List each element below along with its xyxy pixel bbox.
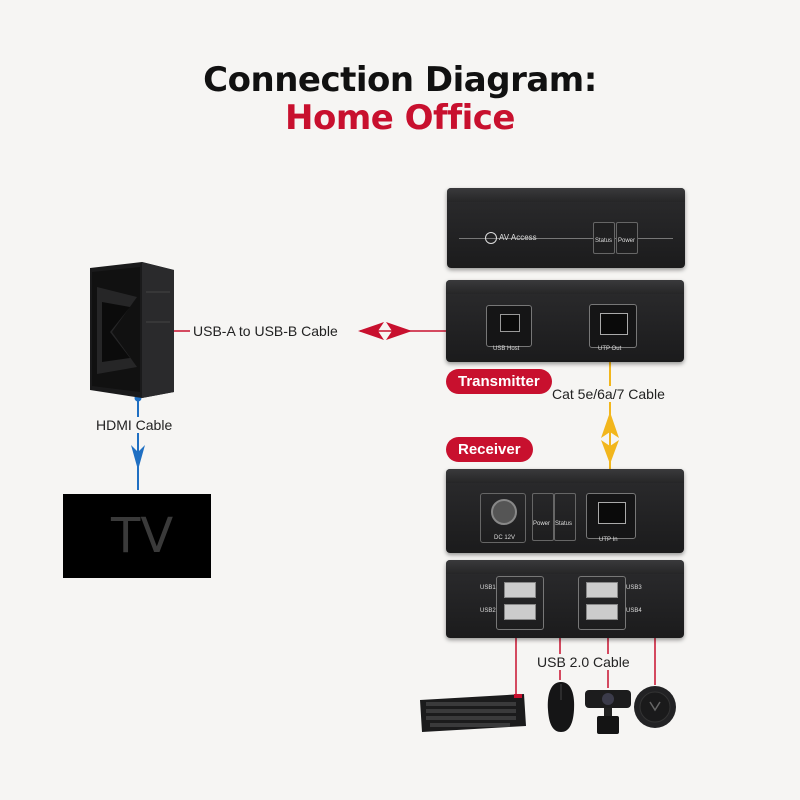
- usb1-label: USB1: [480, 585, 496, 591]
- usb2-port: [504, 604, 536, 620]
- usb4-port: [586, 604, 618, 620]
- transmitter-front-panel: AV Access Status Power: [447, 188, 685, 268]
- rx-power-label: Power: [533, 521, 551, 527]
- usb4-label: USB4: [626, 608, 642, 614]
- hdmi-cable-label: HDMI Cable: [96, 417, 173, 433]
- transmitter-back-panel: USB Host UTP Out: [446, 280, 684, 362]
- usb1-port: [504, 582, 536, 598]
- rx-status-label: Status: [555, 521, 573, 527]
- utp-out-port: [589, 304, 637, 348]
- receiver-back-panel: USB1 USB2 USB3 USB4: [446, 560, 684, 638]
- tv-label: TV: [111, 508, 174, 564]
- cat-arrow-icon: [601, 412, 619, 464]
- pc-tower: [82, 262, 177, 398]
- usb20-cable-label: USB 2.0 Cable: [537, 654, 630, 670]
- power-label: Power: [618, 238, 636, 244]
- receiver-front-panel: DC 12V Power Status UTP In: [446, 469, 684, 553]
- tv-display: TV: [63, 494, 211, 578]
- utp-out-label: UTP Out: [598, 346, 622, 352]
- dc-label: DC 12V: [494, 535, 516, 541]
- transmitter-badge: Transmitter: [446, 369, 552, 394]
- utp-in-label: UTP In: [599, 537, 618, 543]
- usb3-label: USB3: [626, 585, 642, 591]
- status-label: Status: [595, 238, 613, 244]
- usb-host-label: USB Host: [493, 346, 520, 352]
- utp-in-port: [586, 493, 636, 539]
- usb-ab-arrow-icon: [358, 322, 412, 340]
- dc-power-jack-icon: [491, 499, 517, 525]
- usb3-port: [586, 582, 618, 598]
- diagram-subtitle: Home Office: [285, 98, 516, 138]
- brand-label: AV Access: [499, 233, 537, 242]
- usb-host-port: [486, 305, 532, 347]
- usb2-label: USB2: [480, 608, 496, 614]
- hdmi-arrow-icon: [131, 445, 145, 470]
- receiver-badge: Receiver: [446, 437, 533, 462]
- av-access-logo-icon: [485, 232, 497, 244]
- cat-cable-label: Cat 5e/6a/7 Cable: [552, 386, 665, 402]
- diagram-title: Connection Diagram:: [203, 60, 597, 100]
- usb-ab-cable-label: USB-A to USB-B Cable: [193, 323, 338, 339]
